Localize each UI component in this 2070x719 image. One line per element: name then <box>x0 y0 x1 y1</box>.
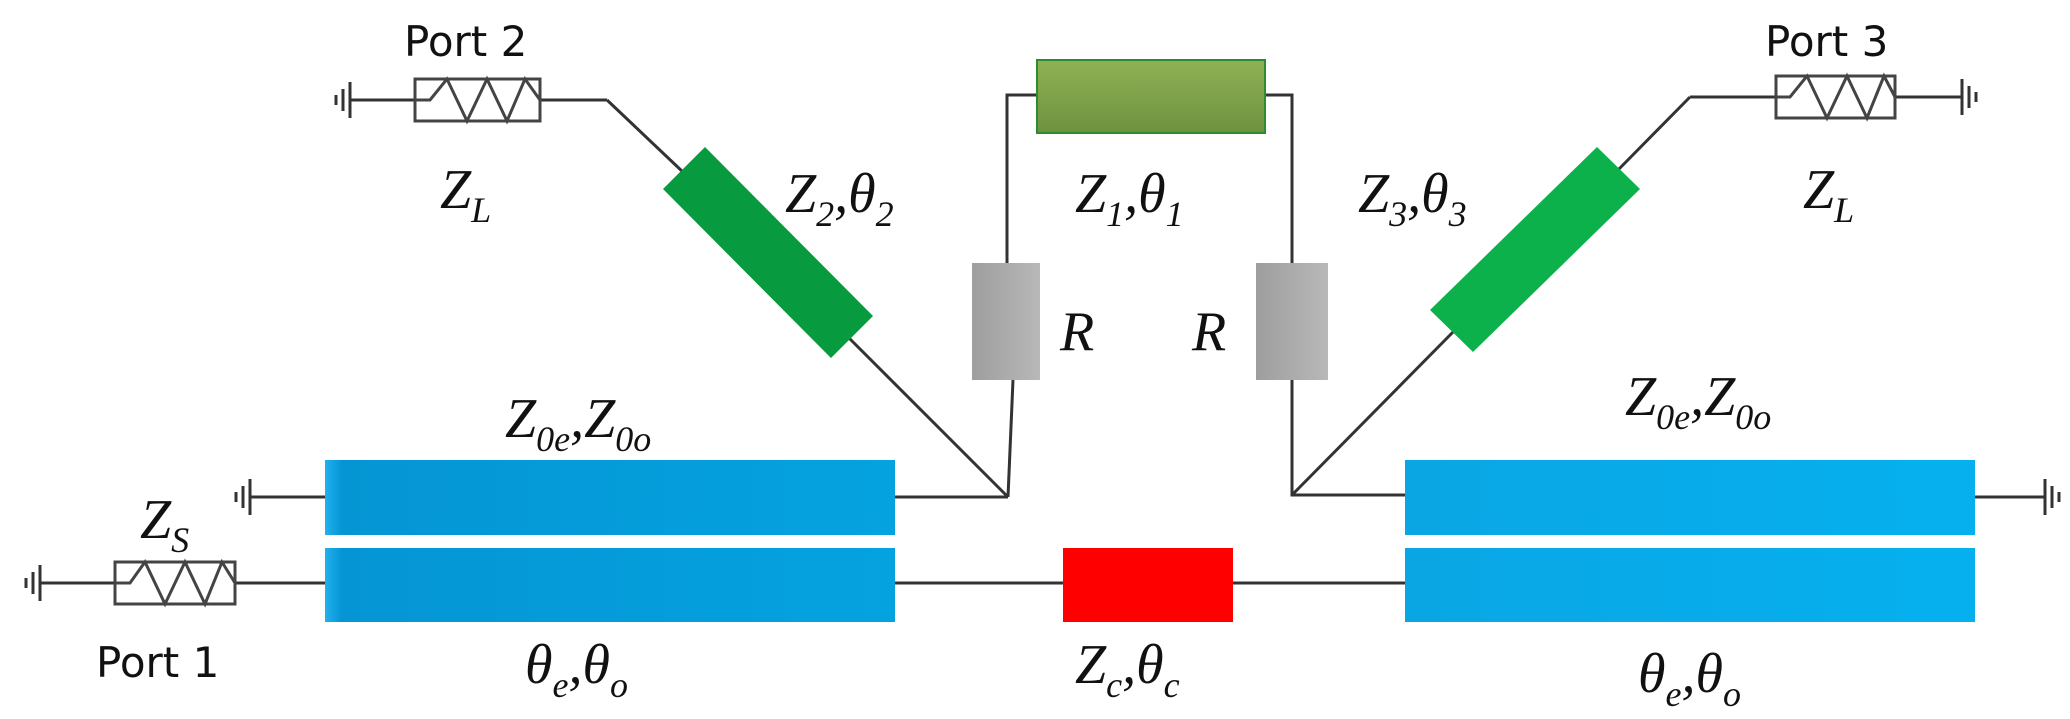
line-zc <box>1063 548 1233 622</box>
resistor-left <box>972 263 1040 380</box>
ground-icon <box>234 479 252 515</box>
coupled-line-lower-left <box>325 548 895 622</box>
line-z1 <box>1036 59 1266 134</box>
port-resistor-zl-right <box>1774 72 1897 122</box>
line-z3 <box>1430 147 1640 352</box>
label-zl-left: ZL <box>440 159 491 230</box>
port-resistor-zl-left <box>413 75 542 125</box>
label-z3-theta3: Z3,θ3 <box>1358 163 1467 234</box>
ground-symbols <box>24 79 2061 601</box>
port2-label: Port 2 <box>404 17 527 66</box>
port1-label: Port 1 <box>96 638 219 687</box>
label-z0e-z0o-left: Z0e,Z0o <box>505 388 651 459</box>
label-zc-thetac: Zc,θc <box>1075 634 1180 705</box>
port3-label: Port 3 <box>1765 17 1888 66</box>
wire-resistor-left-to-z1 <box>1005 93 1037 263</box>
label-z2-theta2: Z2,θ2 <box>785 163 894 234</box>
wire-z2-to-port2 <box>605 98 686 175</box>
ground-icon <box>2043 479 2061 515</box>
wire-junction-to-z2 <box>843 332 1010 499</box>
wires <box>40 93 2045 585</box>
coupled-line-lower-right <box>1405 548 1975 622</box>
wire-z3-to-port3 <box>1616 95 1692 172</box>
line-z2 <box>663 147 873 358</box>
wire-junction-to-resistor-left <box>1006 379 1015 498</box>
label-theta-e-o-right: θe,θo <box>1638 643 1741 714</box>
label-zl-right: ZL <box>1803 159 1854 230</box>
resistor-right <box>1256 263 1328 380</box>
label-r-right: R <box>1191 301 1226 363</box>
wire-z1-to-resistor-right <box>1265 93 1294 263</box>
ground-icon <box>334 82 352 118</box>
coupled-line-upper-right <box>1405 460 1975 535</box>
label-z0e-z0o-right: Z0e,Z0o <box>1625 366 1771 437</box>
label-zs: ZS <box>140 489 189 560</box>
label-theta-e-o-left: θe,θo <box>525 634 628 705</box>
ground-icon <box>24 565 42 601</box>
label-r-left: R <box>1059 301 1094 363</box>
wire-junction-to-z3 <box>1290 328 1457 497</box>
ground-icon <box>1960 79 1978 115</box>
port-resistor-zs <box>113 558 237 608</box>
label-z1-theta1: Z1,θ1 <box>1075 163 1184 234</box>
coupled-line-upper-left <box>325 460 895 535</box>
